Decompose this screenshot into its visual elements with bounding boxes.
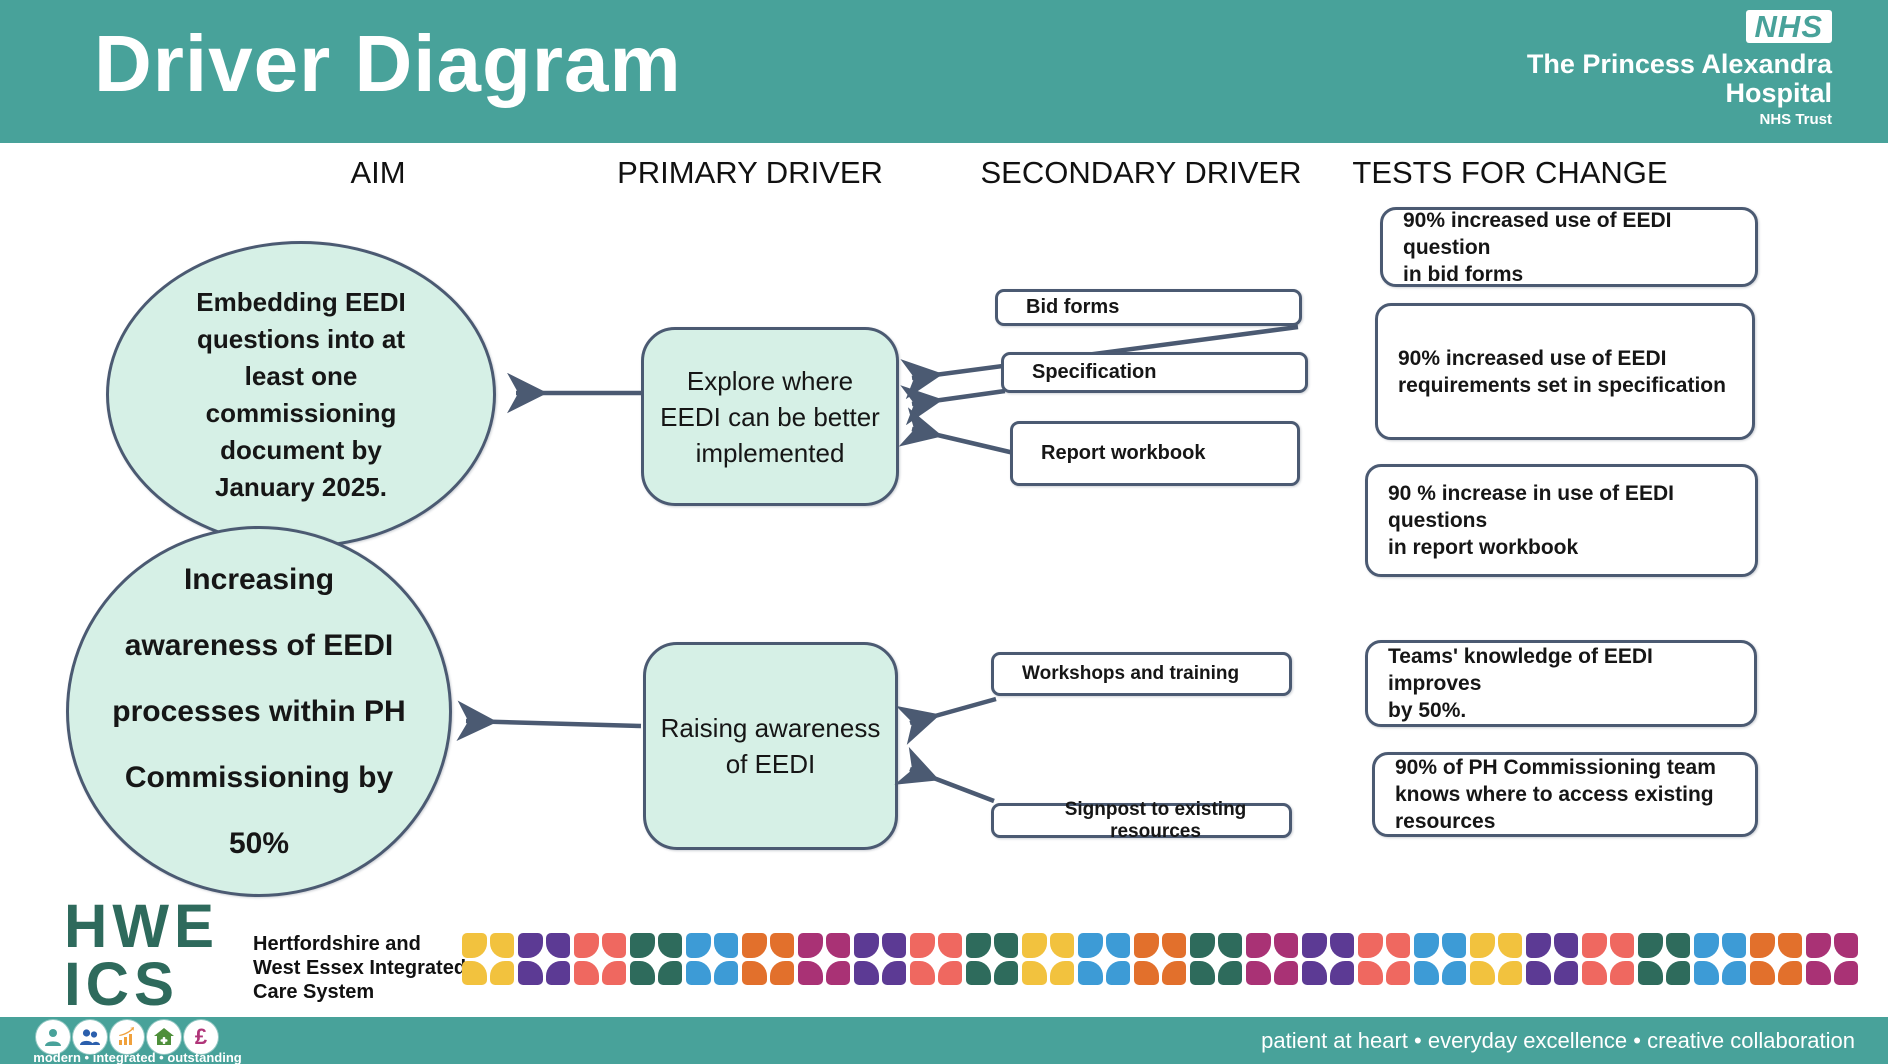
pattern-motif bbox=[1470, 933, 1522, 985]
pattern-motif bbox=[1246, 933, 1298, 985]
test-for-change-box: 90% increased use of EEDI question in bi… bbox=[1380, 207, 1758, 287]
primary-driver-box-2: Raising awareness of EEDI bbox=[643, 642, 898, 850]
decorative-pattern-strip bbox=[462, 933, 1858, 985]
aim-ellipse-2: Increasing awareness of EEDI processes w… bbox=[66, 526, 452, 897]
pound-icon: £ bbox=[184, 1020, 218, 1054]
pattern-motif bbox=[686, 933, 738, 985]
test-for-change-box: 90 % increase in use of EEDI questions i… bbox=[1365, 464, 1758, 577]
bottom-bar bbox=[0, 1017, 1888, 1064]
pattern-motif bbox=[1750, 933, 1802, 985]
pattern-motif bbox=[1414, 933, 1466, 985]
growth-chart-icon bbox=[110, 1020, 144, 1054]
value-icons: £ bbox=[36, 1020, 218, 1054]
secondary-driver-box: Specification bbox=[1001, 352, 1308, 393]
trust-tagline: patient at heart • everyday excellence •… bbox=[1261, 1028, 1855, 1053]
pattern-motif bbox=[574, 933, 626, 985]
pattern-motif bbox=[854, 933, 906, 985]
people-icon bbox=[73, 1020, 107, 1054]
hwe-ics-logo-top: HWE bbox=[64, 891, 219, 961]
hwe-ics-logo: HWE ICS bbox=[64, 891, 219, 1019]
pattern-motif bbox=[910, 933, 962, 985]
pattern-motif bbox=[1582, 933, 1634, 985]
pattern-motif bbox=[462, 933, 514, 985]
nhs-logo: NHS bbox=[1745, 10, 1832, 43]
pattern-motif bbox=[518, 933, 570, 985]
pattern-motif bbox=[1022, 933, 1074, 985]
column-header-secondary-driver: SECONDARY DRIVER bbox=[980, 155, 1302, 190]
values-text: modern • integrated • outstanding bbox=[33, 1050, 242, 1064]
pattern-motif bbox=[1806, 933, 1858, 985]
column-header-aim: AIM bbox=[350, 155, 406, 190]
test-for-change-box: Teams' knowledge of EEDI improves by 50%… bbox=[1365, 640, 1757, 727]
column-header-primary-driver: PRIMARY DRIVER bbox=[617, 155, 883, 190]
secondary-driver-box: Signpost to existing resources bbox=[991, 799, 1292, 842]
pattern-motif bbox=[798, 933, 850, 985]
house-icon bbox=[147, 1020, 181, 1054]
pattern-motif bbox=[1358, 933, 1410, 985]
pattern-motif bbox=[742, 933, 794, 985]
aim-ellipse-1: Embedding EEDI questions into at least o… bbox=[106, 241, 496, 548]
pattern-motif bbox=[966, 933, 1018, 985]
pound-symbol: £ bbox=[194, 1024, 208, 1049]
pattern-motif bbox=[1302, 933, 1354, 985]
pattern-motif bbox=[1190, 933, 1242, 985]
header-bar: Driver Diagram NHS The Princess Alexandr… bbox=[0, 0, 1888, 143]
trust-subtitle: NHS Trust bbox=[1759, 111, 1832, 128]
pattern-motif bbox=[1526, 933, 1578, 985]
ics-org-name: Hertfordshire and West Essex Integrated … bbox=[253, 933, 467, 1003]
secondary-driver-box: Bid forms bbox=[995, 289, 1302, 326]
pattern-motif bbox=[630, 933, 682, 985]
pattern-motif bbox=[1134, 933, 1186, 985]
pattern-motif bbox=[1638, 933, 1690, 985]
trust-name: The Princess Alexandra Hospital bbox=[1526, 49, 1832, 108]
test-for-change-box: 90% increased use of EEDI requirements s… bbox=[1375, 303, 1755, 440]
nhs-branding: NHS The Princess Alexandra Hospital NHS … bbox=[1527, 10, 1832, 128]
page-title: Driver Diagram bbox=[94, 19, 682, 108]
pattern-motif bbox=[1078, 933, 1130, 985]
test-for-change-box: 90% of PH Commissioning team knows where… bbox=[1372, 752, 1758, 837]
secondary-driver-box: Workshops and training bbox=[991, 652, 1292, 696]
pattern-motif bbox=[1694, 933, 1746, 985]
secondary-driver-box: Report workbook bbox=[1010, 421, 1300, 486]
primary-driver-box-1: Explore where EEDI can be better impleme… bbox=[641, 327, 899, 506]
hwe-ics-logo-bottom: ICS bbox=[64, 949, 180, 1019]
person-icon bbox=[36, 1020, 70, 1054]
column-header-tests-for-change: TESTS FOR CHANGE bbox=[1352, 155, 1668, 190]
